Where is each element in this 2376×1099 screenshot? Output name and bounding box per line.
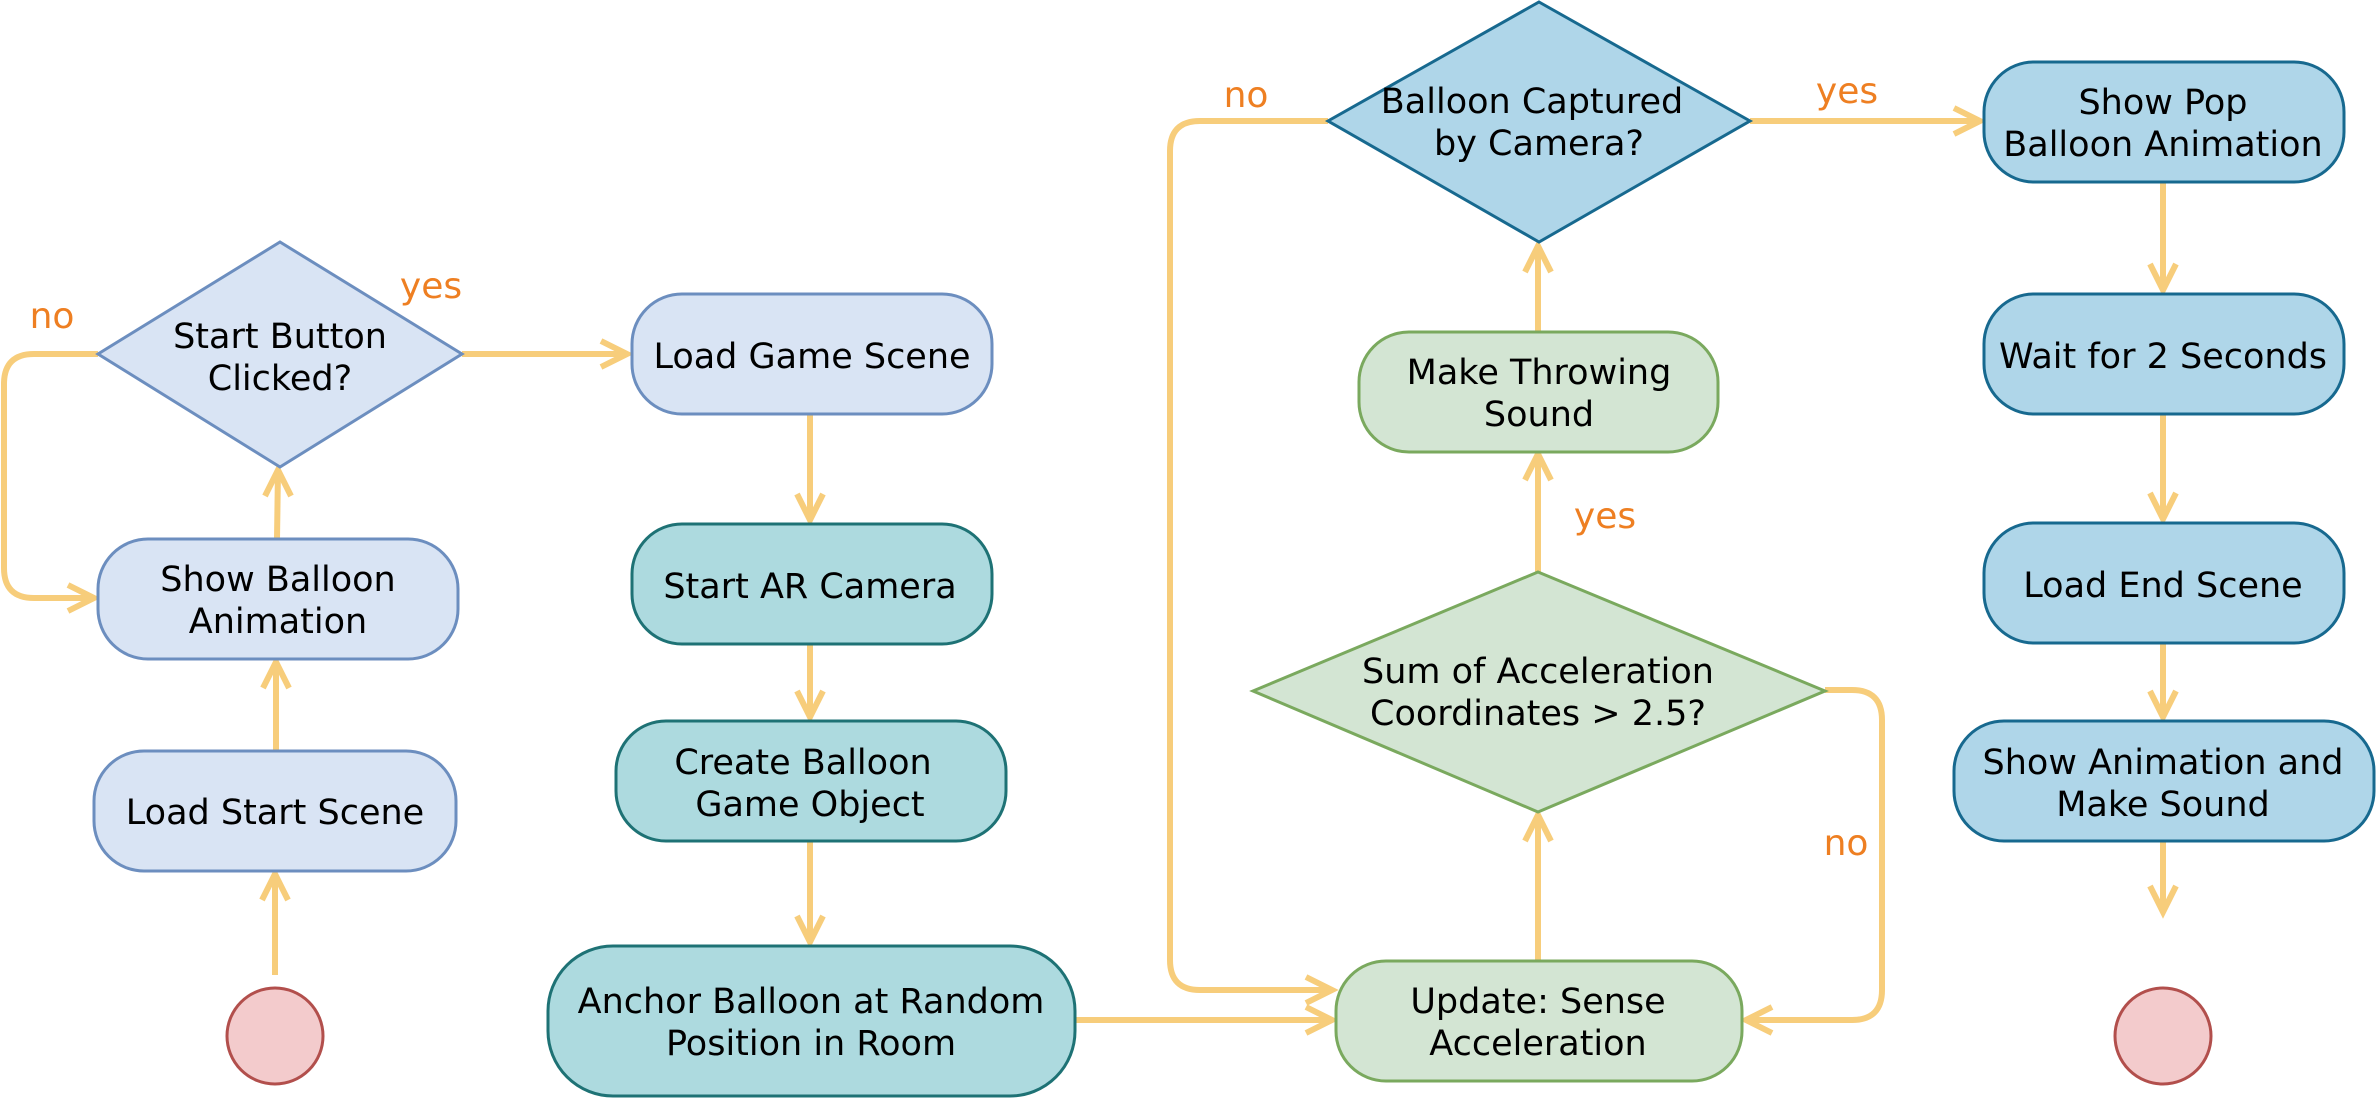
- node-update-sense: Update: Sense Acceleration: [1334, 959, 1744, 1083]
- node-anchor-balloon: Anchor Balloon at Random Position in Roo…: [546, 944, 1077, 1098]
- arrowhead: [2147, 491, 2179, 526]
- label-captured-no: no: [1224, 75, 1269, 116]
- arrowhead: [1522, 808, 1554, 843]
- decision-label-line1: Sum of Acceleration: [1362, 652, 1714, 692]
- end-node: [2113, 986, 2213, 1086]
- start-node: [225, 986, 325, 1086]
- node-wait-2-seconds: Wait for 2 Seconds: [1982, 292, 2346, 416]
- node-label-line1: Make Throwing: [1407, 353, 1672, 393]
- label-captured-yes: yes: [1816, 71, 1878, 112]
- node-make-throwing-sound: Make Throwing Sound: [1357, 330, 1720, 454]
- node-label-line2: Position in Room: [666, 1024, 956, 1064]
- node-show-balloon-animation: Show Balloon Animation: [96, 537, 460, 661]
- arrowhead: [262, 463, 294, 498]
- label-sum-no: no: [1824, 823, 1869, 864]
- edge-start-button-no: [1, 351, 98, 601]
- node-start-ar-camera: Start AR Camera: [630, 522, 994, 646]
- node-label-line2: Make Sound: [2056, 785, 2270, 825]
- decision-sum-acceleration: Sum of Acceleration Coordinates > 2.5?: [1249, 570, 1829, 814]
- node-label: Load End Scene: [2023, 566, 2302, 606]
- node-label-line1: Show Balloon: [160, 560, 395, 600]
- edges: [1, 105, 2179, 1036]
- node-label-line1: Update: Sense: [1410, 982, 1665, 1022]
- node-load-end-scene: Load End Scene: [1982, 521, 2346, 645]
- node-label: Load Game Scene: [653, 337, 970, 377]
- node-label-line2: Acceleration: [1429, 1024, 1647, 1064]
- node-create-balloon: Create Balloon Game Object: [614, 719, 1008, 843]
- arrowhead: [1522, 239, 1554, 274]
- node-label-line2: Game Object: [695, 785, 924, 825]
- node-label-line1: Anchor Balloon at Random: [578, 982, 1045, 1022]
- decision-balloon-captured: Balloon Captured by Camera?: [1324, 0, 1754, 244]
- arrowhead: [794, 492, 826, 527]
- node-label-line2: Animation: [189, 602, 367, 642]
- arrowhead: [2147, 884, 2179, 919]
- arrowhead: [794, 914, 826, 949]
- node-label: Wait for 2 Seconds: [1999, 337, 2327, 377]
- arrowhead: [794, 689, 826, 724]
- arrowhead: [1522, 447, 1554, 482]
- node-label-line2: Balloon Animation: [2003, 125, 2322, 165]
- decision-label-line2: Coordinates > 2.5?: [1370, 694, 1706, 734]
- arrowhead: [599, 338, 634, 370]
- arrowhead: [2147, 689, 2179, 724]
- node-label: Load Start Scene: [126, 793, 424, 833]
- arrowhead: [1739, 1004, 1774, 1036]
- label-sum-yes: yes: [1574, 496, 1636, 537]
- arrowhead: [259, 867, 291, 902]
- node-label-line1: Show Pop: [2078, 83, 2247, 123]
- arrowhead: [1304, 974, 1339, 1006]
- arrowhead: [66, 582, 101, 614]
- arrowhead: [260, 655, 292, 690]
- arrowhead: [2147, 262, 2179, 297]
- decision-label-line2: by Camera?: [1434, 124, 1644, 164]
- node-label-line1: Create Balloon: [674, 743, 931, 783]
- decision-label-line2: Clicked?: [208, 359, 352, 399]
- node-show-animation-sound: Show Animation and Make Sound: [1952, 719, 2376, 843]
- node-label: Start AR Camera: [663, 567, 956, 607]
- edge-labels: no yes no yes yes no: [30, 71, 1879, 864]
- edge-sum-no: [1746, 687, 1885, 1023]
- node-load-game-scene: Load Game Scene: [630, 292, 994, 416]
- arrowhead: [1952, 105, 1987, 137]
- node-label-line2: Sound: [1484, 395, 1594, 435]
- edge-show-balloon-to-start-button: [274, 469, 281, 540]
- node-load-start-scene: Load Start Scene: [92, 749, 458, 873]
- arrowhead: [1304, 1004, 1339, 1036]
- node-show-pop-animation: Show Pop Balloon Animation: [1982, 60, 2346, 184]
- edge-captured-no: [1167, 118, 1332, 993]
- node-label-line1: Show Animation and: [1983, 743, 2344, 783]
- label-start-no: no: [30, 296, 75, 337]
- decision-label-line1: Balloon Captured: [1381, 82, 1683, 122]
- label-start-yes: yes: [400, 266, 462, 307]
- decision-label-line1: Start Button: [173, 317, 387, 357]
- nodes: Load Start Scene Show Balloon Animation …: [92, 0, 2376, 1098]
- decision-start-button-clicked: Start Button Clicked?: [95, 240, 465, 469]
